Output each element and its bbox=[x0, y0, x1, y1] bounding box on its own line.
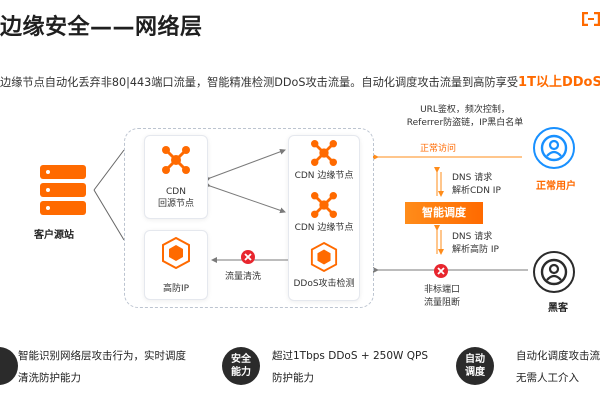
feature-1-badge bbox=[0, 347, 18, 385]
block-x-icon bbox=[434, 264, 448, 278]
traffic-clean-label: 流量清洗 bbox=[225, 272, 262, 282]
anti-ddos-ip-node[interactable] bbox=[144, 230, 208, 300]
normal-user-avatar bbox=[533, 127, 575, 169]
anti-ddos-ip-label: 高防IP bbox=[162, 284, 190, 294]
user-icon bbox=[540, 258, 568, 286]
feature-3-badge-line2: 调度 bbox=[465, 367, 485, 378]
brand-logo-icon bbox=[582, 12, 600, 26]
shield-cube-icon bbox=[162, 237, 190, 269]
feature-2-line1: 超过1Tbps DDoS + 250W QPS bbox=[272, 350, 428, 362]
cdn-edge-1-label[interactable]: CDN 边缘节点 bbox=[294, 171, 354, 181]
feature-2-line2: 防护能力 bbox=[272, 372, 314, 384]
feature-1-line1: 智能识别网络层攻击行为，实时调度 bbox=[18, 350, 186, 362]
hub-network-icon bbox=[311, 192, 337, 218]
page-title: 边缘安全——网络层 bbox=[0, 15, 203, 40]
top-note-line1: URL鉴权，频次控制， bbox=[420, 105, 510, 115]
dns-bottom-line2: 解析高防 IP bbox=[452, 245, 499, 255]
top-note-line2: Referrer防盗链，IP黑白名单 bbox=[406, 118, 524, 128]
feature-3-badge-line1: 自动 bbox=[465, 354, 485, 365]
normal-access-label: 正常访问 bbox=[420, 144, 457, 154]
feature-3-line1: 自动化调度攻击流 bbox=[516, 350, 600, 362]
description-highlight: 1T以上DDoS bbox=[518, 75, 600, 90]
dns-top-line2: 解析CDN IP bbox=[452, 186, 501, 196]
cdn-origin-line2: 回源节点 bbox=[157, 199, 194, 209]
origin-station-label: 客户源站 bbox=[34, 230, 74, 241]
hub-network-icon bbox=[162, 146, 190, 174]
cdn-network-box bbox=[124, 128, 374, 308]
user-icon bbox=[540, 134, 568, 162]
description-text: 边缘节点自动化丢弃非80|443端口流量，智能精准检测DDoS攻击流量。自动化调… bbox=[0, 76, 519, 89]
feature-1-line2: 清洗防护能力 bbox=[18, 372, 81, 384]
description: 边缘节点自动化丢弃非80|443端口流量，智能精准检测DDoS攻击流量。自动化调… bbox=[0, 71, 600, 90]
server-stack-icon bbox=[40, 165, 86, 215]
hacker-avatar bbox=[533, 251, 575, 293]
cdn-origin-line1: CDN bbox=[166, 187, 186, 197]
feature-3-badge: 自动 调度 bbox=[456, 347, 494, 385]
feature-2-badge-line1: 安全 bbox=[231, 354, 251, 365]
dns-bottom-line1: DNS 请求 bbox=[452, 232, 493, 242]
edge-node-column bbox=[288, 135, 360, 301]
feature-2-badge-line2: 能力 bbox=[231, 367, 251, 378]
hub-network-icon bbox=[311, 140, 337, 166]
dns-top-line1: DNS 请求 bbox=[452, 173, 493, 183]
feature-3-line2: 无需人工介入 bbox=[516, 372, 579, 384]
normal-user-label: 正常用户 bbox=[536, 181, 576, 192]
cdn-edge-2-label[interactable]: CDN 边缘节点 bbox=[294, 223, 354, 233]
shield-cube-icon bbox=[310, 242, 338, 272]
hacker-label: 黑客 bbox=[548, 303, 568, 314]
block-x-icon bbox=[241, 250, 255, 264]
cdn-origin-node[interactable] bbox=[144, 135, 208, 219]
non-std-line1: 非标端口 bbox=[424, 285, 461, 295]
smart-schedule-button[interactable]: 智能调度 bbox=[405, 202, 483, 224]
non-std-line2: 流量阻断 bbox=[424, 298, 461, 308]
feature-2-badge: 安全 能力 bbox=[222, 347, 260, 385]
ddos-detect-label[interactable]: DDoS攻击检测 bbox=[293, 279, 355, 289]
